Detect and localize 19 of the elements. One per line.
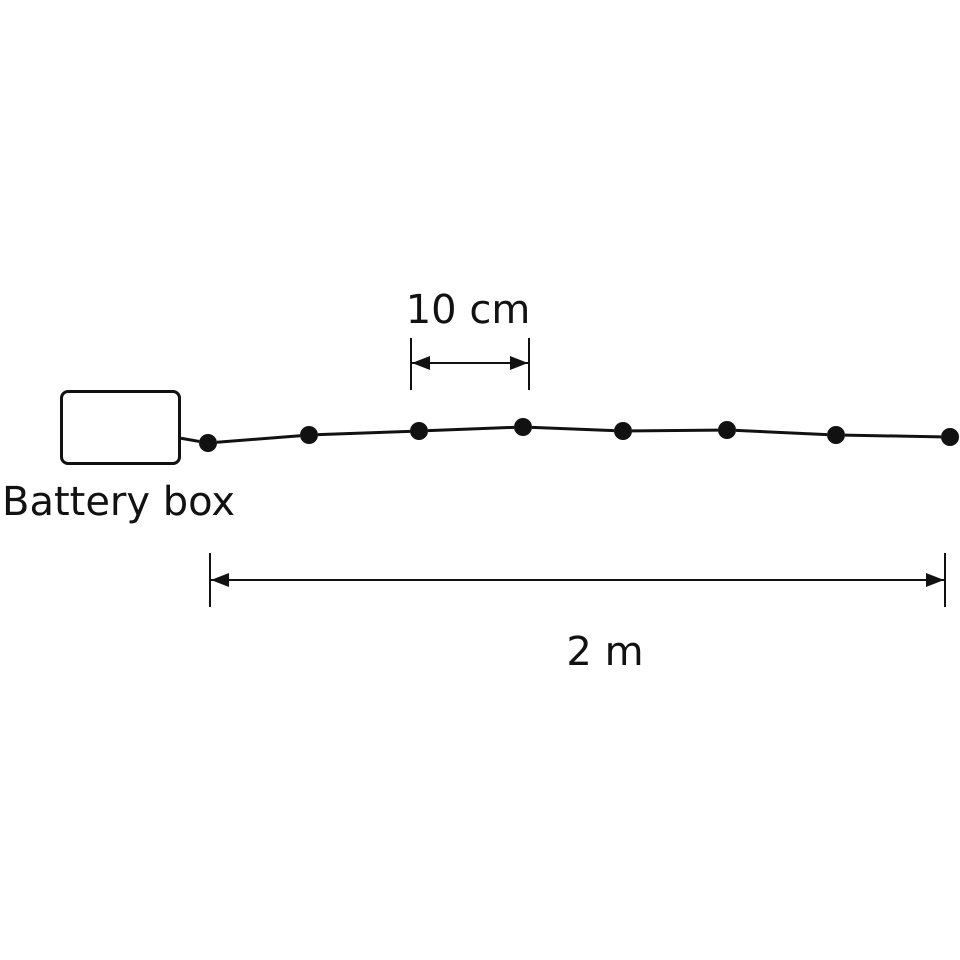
box-caption: Battery box: [2, 482, 236, 522]
wire: [318, 430, 410, 436]
wire: [216, 434, 300, 444]
led-dot: [827, 426, 845, 444]
dimension-label: 2 m: [566, 632, 644, 672]
wire: [428, 426, 514, 432]
wire: [532, 426, 614, 432]
led-dot: [941, 428, 959, 446]
wire: [632, 428, 718, 432]
led-dot: [718, 421, 736, 439]
led-dot: [614, 422, 632, 440]
wire: [844, 434, 942, 438]
led-dot: [410, 422, 428, 440]
wire: [180, 436, 200, 443]
led-dot: [300, 426, 318, 444]
led-dot: [514, 418, 532, 436]
wire: [736, 428, 828, 436]
dimension-label: 10 cm: [406, 290, 530, 330]
led-dot: [199, 434, 217, 452]
